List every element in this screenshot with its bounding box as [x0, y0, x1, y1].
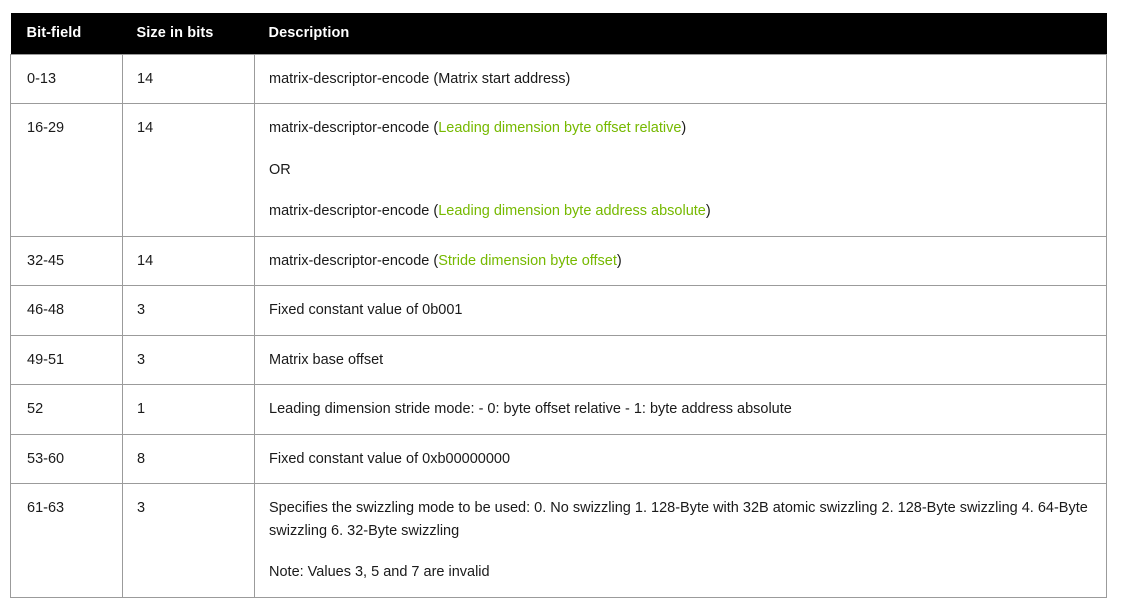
- cell-size-in-bits: 8: [122, 434, 255, 485]
- description-line: Leading dimension stride mode: - 0: byte…: [269, 398, 1092, 420]
- description-text: Specifies the swizzling mode to be used:…: [269, 500, 1088, 539]
- description-line: matrix-descriptor-encode (Matrix start a…: [269, 68, 1092, 90]
- cell-description: matrix-descriptor-encode (Matrix start a…: [254, 53, 1107, 105]
- cell-bitfield: 49-51: [10, 335, 123, 386]
- table-header: Bit-field Size in bits Description: [10, 13, 1107, 55]
- cell-bitfield: 0-13: [10, 53, 123, 105]
- cell-size-in-bits: 14: [122, 236, 255, 287]
- table-header-row: Bit-field Size in bits Description: [10, 13, 1107, 55]
- cell-description: Matrix base offset: [254, 335, 1107, 386]
- cell-description: matrix-descriptor-encode (Stride dimensi…: [254, 236, 1107, 287]
- description-link[interactable]: Leading dimension byte offset relative: [438, 120, 682, 137]
- cell-bitfield: 16-29: [10, 103, 123, 237]
- cell-description: Specifies the swizzling mode to be used:…: [254, 483, 1107, 598]
- cell-description: Fixed constant value of 0xb00000000: [254, 434, 1107, 485]
- cell-description: Leading dimension stride mode: - 0: byte…: [254, 384, 1107, 435]
- cell-size-in-bits: 3: [122, 335, 255, 386]
- description-text: matrix-descriptor-encode (Matrix start a…: [269, 71, 571, 87]
- cell-size-in-bits: 3: [122, 285, 255, 336]
- description-line: Fixed constant value of 0xb00000000: [269, 448, 1092, 470]
- description-text: Leading dimension stride mode: - 0: byte…: [269, 401, 792, 418]
- description-line: Specifies the swizzling mode to be used:…: [269, 497, 1092, 542]
- cell-bitfield: 52: [10, 384, 123, 435]
- cell-bitfield: 32-45: [10, 236, 123, 287]
- cell-description: matrix-descriptor-encode (Leading dimens…: [254, 103, 1107, 237]
- description-text: Fixed constant value of 0xb00000000: [269, 450, 511, 467]
- description-link[interactable]: Leading dimension byte address absolute: [438, 203, 706, 220]
- description-text: Matrix base offset: [269, 351, 384, 368]
- description-text: matrix-descriptor-encode (: [269, 203, 439, 220]
- cell-bitfield: 53-60: [10, 434, 123, 485]
- description-text: Fixed constant value of 0b001: [269, 302, 463, 319]
- description-text: matrix-descriptor-encode (: [269, 120, 439, 137]
- column-header-size-in-bits: Size in bits: [122, 13, 255, 55]
- column-header-description: Description: [254, 13, 1107, 55]
- cell-bitfield: 61-63: [10, 483, 123, 598]
- description-text: ): [616, 252, 622, 269]
- description-text: Note: Values 3, 5 and 7 are invalid: [269, 564, 490, 581]
- description-line: OR: [269, 159, 1092, 181]
- column-header-bitfield: Bit-field: [10, 13, 123, 55]
- description-line: matrix-descriptor-encode (Leading dimens…: [269, 200, 1092, 222]
- cell-size-in-bits: 3: [122, 483, 255, 598]
- description-text: ): [681, 120, 687, 137]
- description-link[interactable]: Stride dimension byte offset: [438, 252, 617, 269]
- description-line: matrix-descriptor-encode (Stride dimensi…: [269, 250, 1092, 272]
- description-line: Matrix base offset: [269, 349, 1092, 371]
- cell-size-in-bits: 14: [122, 103, 255, 237]
- description-line: matrix-descriptor-encode (Leading dimens…: [269, 117, 1092, 139]
- cell-description: Fixed constant value of 0b001: [254, 285, 1107, 336]
- cell-size-in-bits: 14: [122, 53, 255, 105]
- description-line: Fixed constant value of 0b001: [269, 299, 1092, 321]
- description-text: matrix-descriptor-encode (: [269, 252, 439, 269]
- description-line: Note: Values 3, 5 and 7 are invalid: [269, 561, 1092, 583]
- cell-bitfield: 46-48: [10, 285, 123, 336]
- cell-size-in-bits: 1: [122, 384, 255, 435]
- description-text: OR: [269, 161, 291, 178]
- description-text: ): [705, 203, 711, 220]
